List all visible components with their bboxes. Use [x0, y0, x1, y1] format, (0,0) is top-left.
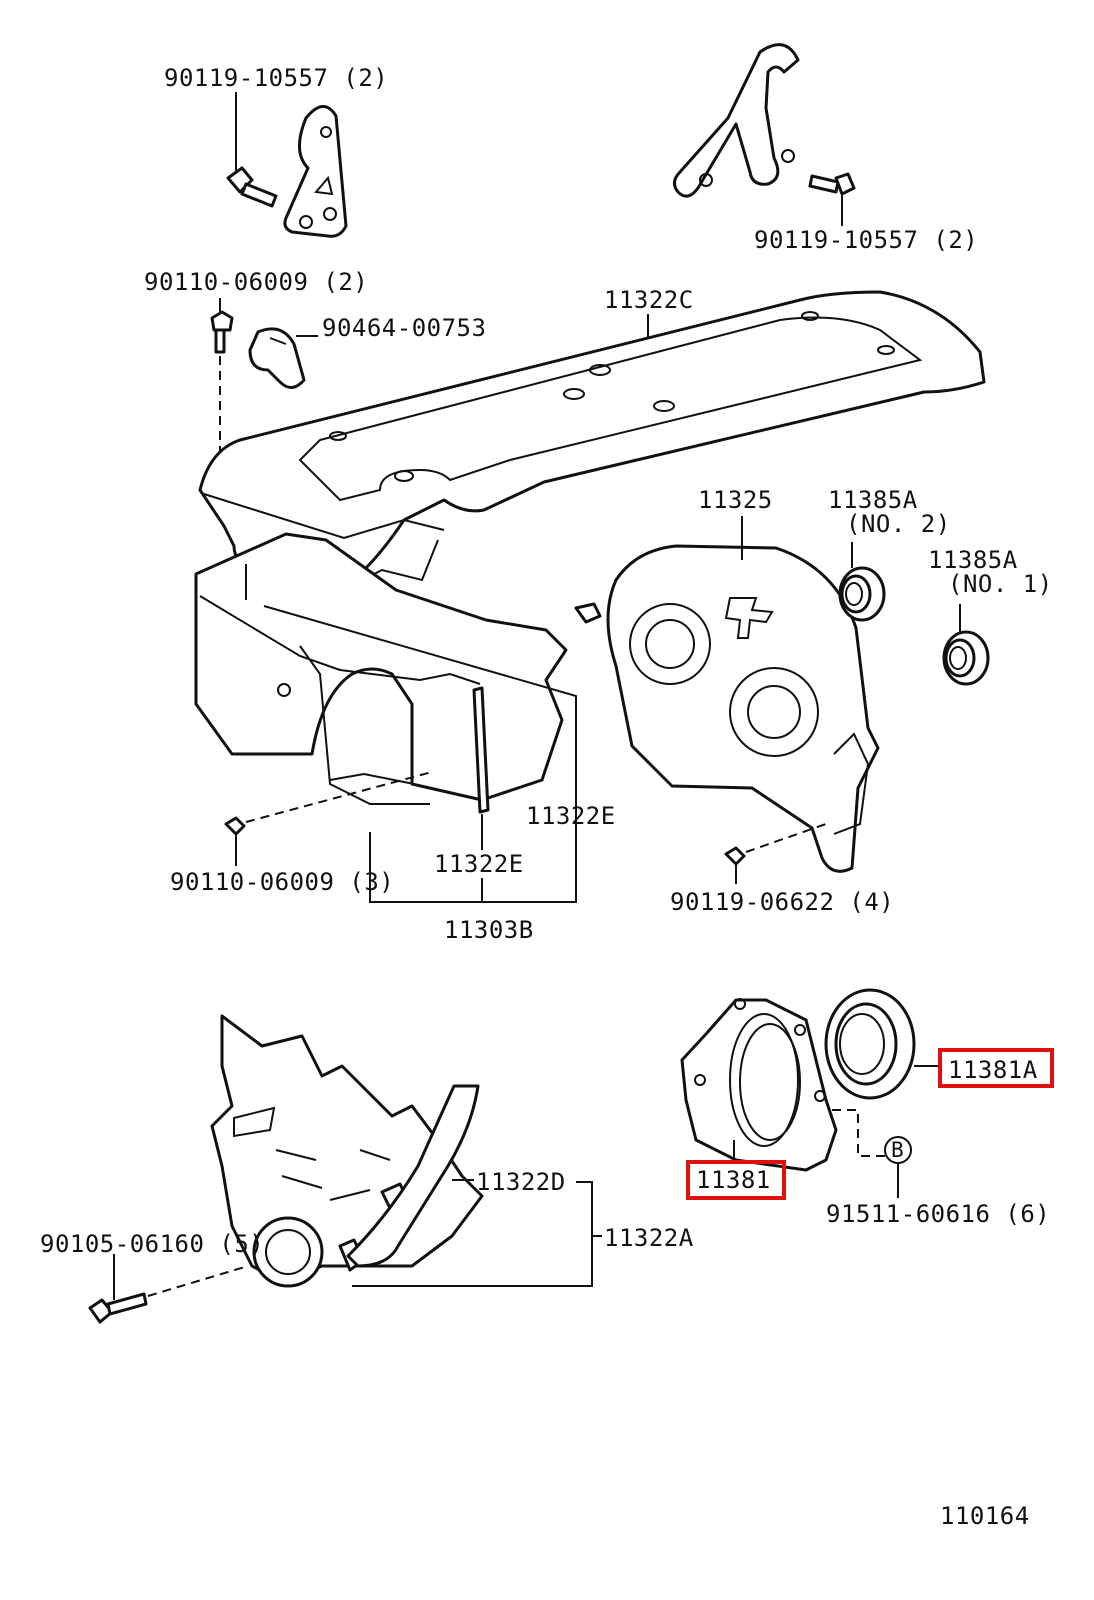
label-bolt-plate[interactable]: 90119-06622 (4)	[670, 888, 894, 916]
label-gasket-e-inner[interactable]: 11322E	[434, 850, 524, 878]
screw-lower-cover[interactable]	[224, 771, 433, 866]
timing-belt-cover-no3[interactable]	[194, 532, 568, 805]
screw-upper-cover[interactable]	[210, 298, 234, 452]
highlight-retainer-seal	[938, 1048, 1054, 1088]
bolt-top-right[interactable]	[808, 172, 856, 226]
gasket-11322d[interactable]	[346, 1084, 480, 1268]
clamp[interactable]	[248, 327, 318, 389]
label-gasket-d[interactable]: 11322D	[476, 1168, 566, 1196]
timing-belt-plate[interactable]	[574, 516, 880, 873]
oil-seal-no1[interactable]	[942, 604, 990, 686]
rear-oil-seal[interactable]	[824, 988, 942, 1100]
label-cover-sub-assy[interactable]: 11303B	[444, 916, 534, 944]
bolt-timing-plate[interactable]	[724, 823, 827, 884]
label-plate[interactable]: 11325	[698, 486, 773, 514]
label-clamp[interactable]: 90464-00753	[322, 314, 486, 342]
label-gasket-e-outer[interactable]: 11322E	[526, 802, 616, 830]
rear-oil-seal-retainer[interactable]	[680, 998, 838, 1172]
label-seal-no2-sub: (NO. 2)	[846, 510, 951, 538]
bolt-top-left[interactable]	[226, 92, 278, 208]
leader-11303b	[263, 605, 577, 903]
label-bolt-top-right[interactable]: 90119-10557 (2)	[754, 226, 978, 254]
label-screw-cover[interactable]: 90110-06009 (2)	[144, 268, 368, 296]
bracket-top-left[interactable]	[283, 105, 348, 238]
label-retainer-seal[interactable]: 11381A	[948, 1056, 1038, 1084]
bracket-top-right[interactable]	[673, 43, 800, 198]
label-seal-no1[interactable]: 11385A	[928, 546, 1018, 574]
label-screw-lower[interactable]: 90110-06009 (3)	[170, 868, 394, 896]
label-bolt-top-left[interactable]: 90119-10557 (2)	[164, 64, 388, 92]
bolt-retainer[interactable]	[832, 1109, 912, 1198]
gasket-11322e-strip[interactable]	[472, 686, 490, 850]
label-cover-no1[interactable]: 11322A	[604, 1224, 694, 1252]
label-retainer[interactable]: 11381	[696, 1166, 771, 1194]
label-bolt-retainer[interactable]: 91511-60616 (6)	[826, 1200, 1050, 1228]
label-seal-no2[interactable]: 11385A	[828, 486, 918, 514]
oil-seal-no2[interactable]	[838, 542, 886, 622]
label-bolt-bottom[interactable]: 90105-06160 (5)	[40, 1230, 264, 1258]
bolt-bottom[interactable]	[88, 1254, 249, 1324]
timing-belt-cover-no2[interactable]	[198, 290, 986, 606]
highlight-retainer	[686, 1160, 786, 1200]
label-ref-b: B	[891, 1138, 904, 1162]
label-cover-no2[interactable]: 11322C	[604, 286, 694, 314]
leader-11322a	[352, 1181, 602, 1287]
figure-number: 110164	[940, 1502, 1030, 1530]
label-seal-no1-sub: (NO. 1)	[948, 570, 1053, 598]
